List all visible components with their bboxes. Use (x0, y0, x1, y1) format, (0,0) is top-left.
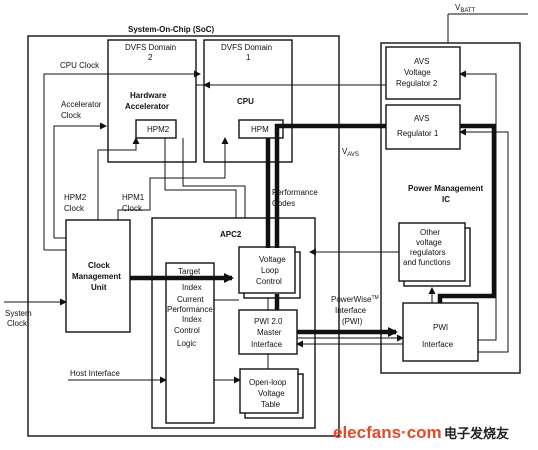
hw-accelerator-line1: Hardware (130, 91, 167, 100)
watermark-elecfans: elecfans·com (333, 423, 442, 442)
target-index-line2: Index (182, 283, 202, 292)
pwi-interface-line1: PowerWiseTM (331, 295, 379, 304)
cpu-clock-label: CPU Clock (60, 61, 100, 70)
open-loop-voltage-table (239, 368, 299, 414)
hpm1-label: HPM (251, 125, 269, 134)
current-index-line1: Current (177, 295, 204, 304)
avs2-line1: AVS (414, 57, 429, 66)
pmic-label-line2: IC (442, 195, 450, 204)
dvfs1-title-line2: 1 (246, 53, 251, 62)
avs2-line2: Voltage (404, 68, 431, 77)
voltage-loop-control (238, 246, 296, 294)
pwi-pmic-box (402, 302, 479, 362)
olvt-line2: Voltage (258, 389, 285, 398)
olvt-line1: Open-loop (249, 378, 287, 387)
perf-codes-line-b (182, 138, 246, 218)
dvfs2-title-line2: 2 (148, 53, 153, 62)
control-logic-box (165, 262, 215, 424)
other-regulators (398, 222, 466, 282)
hpm1-clock-line1: HPM1 (122, 193, 145, 202)
control-logic-line2: Logic (177, 339, 196, 348)
acc-clock-line1: Accelerator (61, 100, 102, 109)
avs-loop-segment-supply (274, 123, 386, 248)
current-index-line3: Index (182, 315, 202, 324)
hpm1-clock-line (117, 137, 229, 220)
pwi20-line2: Master (257, 328, 282, 337)
pwi20-line3: Interface (251, 340, 283, 349)
avs2-line3: Regulator 2 (396, 79, 438, 88)
cmu-line2: Management (72, 272, 121, 281)
vloop-line1: Voltage (259, 255, 286, 264)
pwi-pmic-line2: Interface (422, 340, 454, 349)
pwi-interface-line3: (PWI) (342, 317, 363, 326)
avs1-line2: Regulator 1 (397, 129, 439, 138)
host-interface-label: Host Interface (70, 369, 120, 378)
avs-loop-segment-pmic (437, 123, 497, 303)
hw-accelerator-line2: Accelerator (125, 102, 169, 111)
perf-codes-line2: Codes (272, 199, 295, 208)
pwi20-line1: PWI 2.0 (254, 317, 283, 326)
accelerator-clock-line (53, 122, 107, 238)
cmu-line3: Unit (91, 283, 107, 292)
hpm2-clock-line (97, 137, 140, 220)
control-logic-line1: Control (174, 326, 200, 335)
hpm1-box (238, 119, 284, 139)
system-clock-line1: System (5, 309, 32, 318)
acc-clock-line2: Clock (61, 111, 82, 120)
hpm2-box (135, 119, 177, 139)
vavs-label: VAVS (342, 147, 359, 158)
dvfs-domain-2 (107, 39, 197, 163)
other-line2: voltage (416, 238, 442, 247)
vloop-line3: Control (256, 277, 282, 286)
target-index-line1: Target (178, 267, 201, 276)
hpm2-clock-line2: Clock (64, 204, 85, 213)
soc-title: System-On-Chip (SoC) (128, 25, 215, 34)
pwi-interface-line2: Interface (335, 306, 367, 315)
current-index-line2: Performance (167, 305, 213, 314)
apc2-title: APC2 (220, 230, 242, 239)
vloop-line2: Loop (261, 266, 279, 275)
cmu-line1: Clock (88, 261, 110, 270)
pwi-pmic-line1: PWI (433, 323, 448, 332)
avs-regulator-1 (385, 104, 461, 150)
perf-codes-line1: Performance (272, 188, 318, 197)
other-line4: and functions (403, 258, 451, 267)
cpu-label: CPU (237, 97, 254, 106)
avs1-line1: AVS (414, 114, 429, 123)
dvfs1-title-line1: DVFS Domain (221, 43, 272, 52)
dvfs2-title-line1: DVFS Domain (125, 43, 176, 52)
hpm1-clock-line2: Clock (122, 204, 143, 213)
olvt-line3: Table (261, 400, 281, 409)
other-line3: regulators (410, 248, 446, 257)
pwi-to-avs1-line (459, 128, 509, 353)
pmic-label-line1: Power Management (408, 184, 483, 193)
vbatt-label: VBATT (455, 3, 476, 14)
hpm2-label: HPM2 (147, 125, 170, 134)
system-clock-line2: Clock (7, 319, 28, 328)
hpm2-clock-line1: HPM2 (64, 193, 87, 202)
perf-codes-line-a (164, 138, 237, 218)
watermark-chinese: 电子发烧友 (444, 426, 509, 442)
other-line1: Other (420, 228, 440, 237)
